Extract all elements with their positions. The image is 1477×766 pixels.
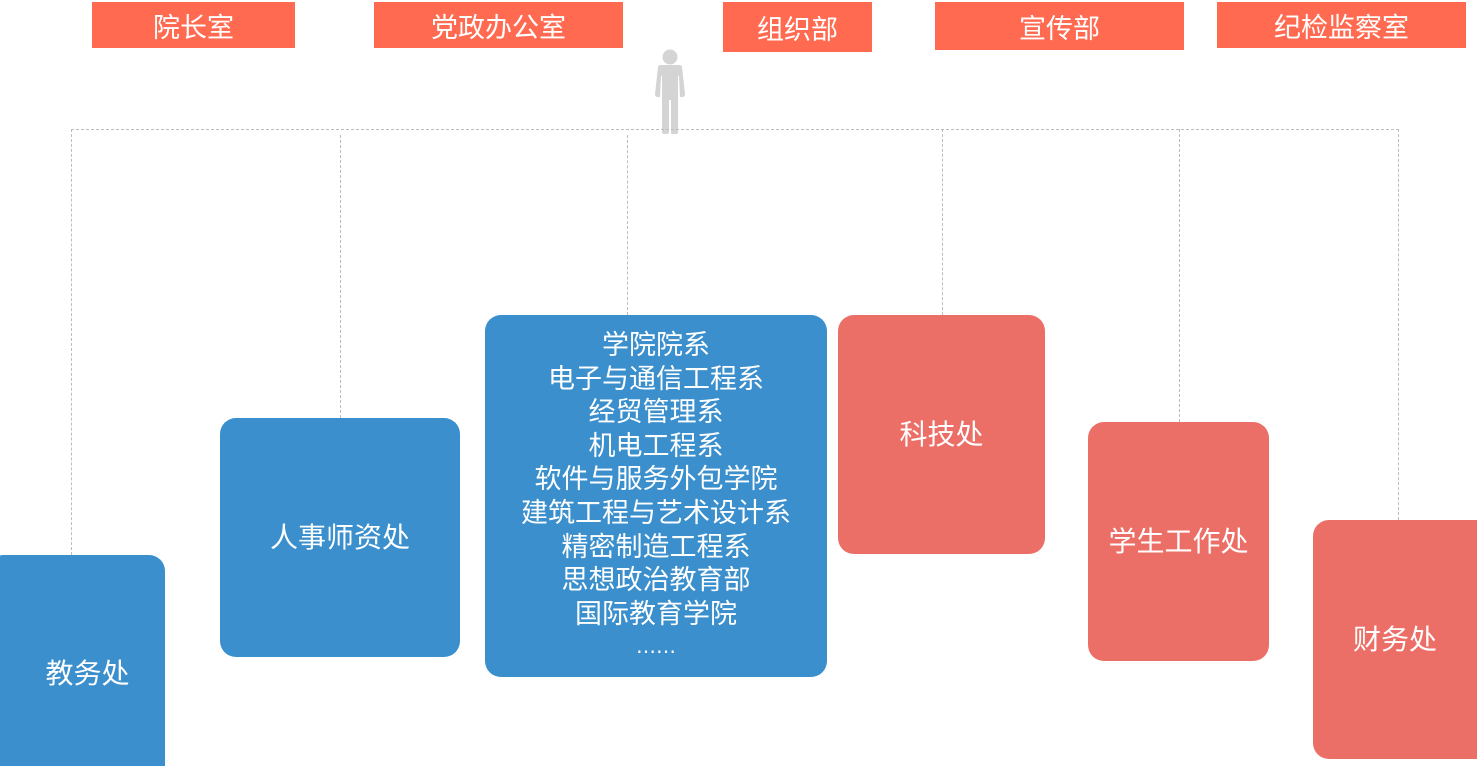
department-item-ellipsis: …… xyxy=(636,634,676,659)
department-item: 学院院系 xyxy=(602,330,710,361)
connector-keji xyxy=(942,129,943,315)
top-tag-party-office: 党政办公室 xyxy=(374,2,623,48)
department-item: 电子与通信工程系 xyxy=(548,363,764,395)
department-item: 机电工程系 xyxy=(588,430,724,462)
top-tag-discipline: 纪检监察室 xyxy=(1217,2,1466,48)
box-science-tech: 科技处 xyxy=(838,315,1045,554)
connector-horizontal xyxy=(71,129,1399,130)
box-science-tech-label: 科技处 xyxy=(899,417,984,451)
box-academic-affairs: 教务处 xyxy=(0,555,165,766)
department-item: 建筑工程与艺术设计系 xyxy=(521,497,791,529)
department-item: 软件与服务外包学院 xyxy=(534,464,778,496)
connector-jiaowu xyxy=(71,129,72,555)
department-item: 经贸管理系 xyxy=(588,397,724,429)
box-student-affairs: 学生工作处 xyxy=(1088,422,1269,661)
departments-list: 学院院系 电子与通信工程系 经贸管理系 机电工程系 软件与服务外包学院 建筑工程… xyxy=(521,329,791,661)
connector-departments xyxy=(627,135,628,315)
department-item: 精密制造工程系 xyxy=(561,531,751,563)
connector-xuesheng xyxy=(1179,129,1180,422)
box-student-affairs-label: 学生工作处 xyxy=(1108,524,1249,558)
person-icon xyxy=(655,49,685,134)
top-tag-dean-office: 院长室 xyxy=(92,2,295,48)
department-item: 思想政治教育部 xyxy=(561,565,751,597)
box-personnel-label: 人事师资处 xyxy=(269,520,410,554)
box-academic-affairs-label: 教务处 xyxy=(45,657,130,690)
top-tag-organization: 组织部 xyxy=(723,2,872,52)
box-personnel: 人事师资处 xyxy=(220,418,460,657)
connector-caiwu xyxy=(1398,129,1399,520)
department-item: 国际教育学院 xyxy=(575,598,737,630)
top-tag-publicity: 宣传部 xyxy=(935,2,1184,50)
box-departments: 学院院系 电子与通信工程系 经贸管理系 机电工程系 软件与服务外包学院 建筑工程… xyxy=(485,315,827,677)
connector-renshi xyxy=(340,135,341,418)
box-finance-label: 财务处 xyxy=(1352,622,1437,656)
box-finance: 财务处 xyxy=(1313,520,1477,759)
